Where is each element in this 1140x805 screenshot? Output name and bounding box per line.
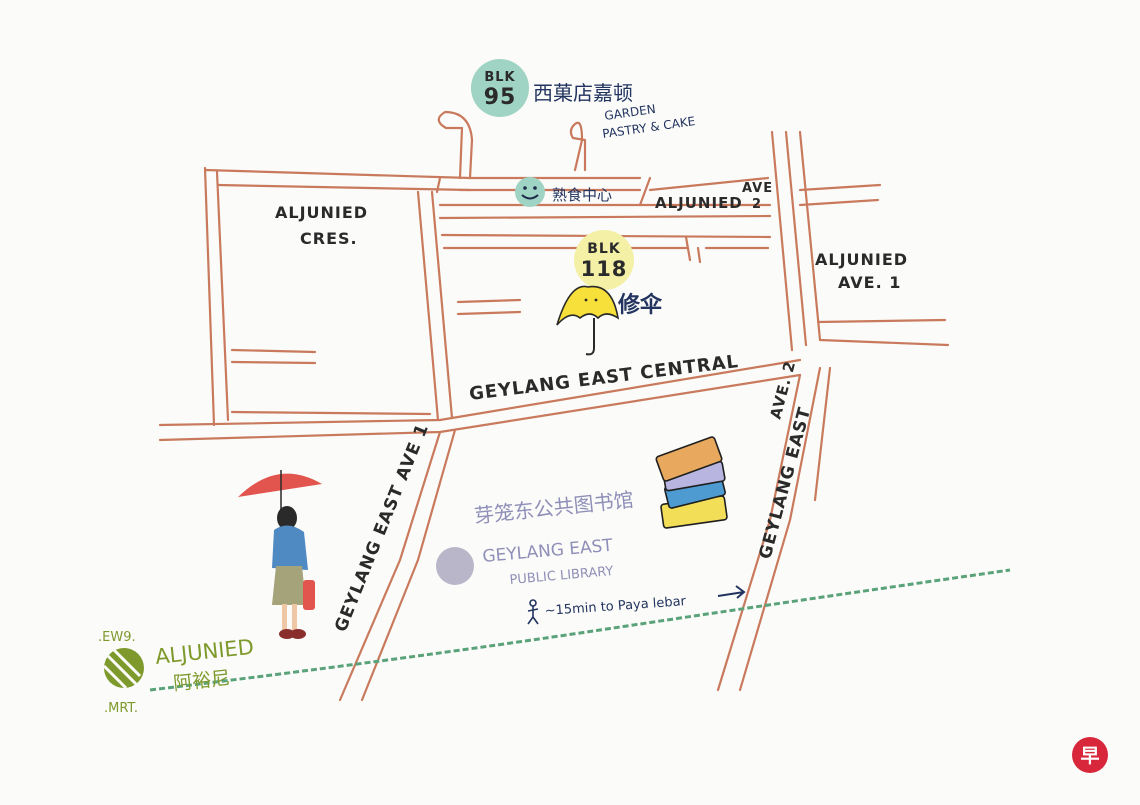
library-name-cn: 芽笼东公共图书馆 (473, 487, 635, 528)
newspaper-logo: 早 (1072, 737, 1108, 773)
mrt-name-cn: 阿裕尼 (172, 667, 231, 695)
arrow-right-icon (717, 585, 746, 599)
blk118-badge-number: 118 (581, 257, 628, 281)
mrt-suffix: .MRT. (104, 701, 138, 716)
books-icon (655, 436, 728, 529)
hawker-marker: 熟食中心 (515, 177, 612, 207)
road-label-aljunied-ave2-3: 2 (752, 197, 762, 212)
library-name-en-1: GEYLANG EAST (482, 536, 614, 567)
mrt-rail-line (149, 568, 1011, 692)
walk-note-text: ~15min to Paya lebar (544, 594, 687, 619)
road-label-aljunied-cres-2: CRES. (300, 229, 358, 248)
blk95-badge (471, 59, 529, 117)
blk118-marker: BLK 118 修伞 (556, 230, 663, 356)
road-network (158, 110, 950, 702)
girl-with-umbrella-illustration (238, 470, 322, 639)
blk95-marker: BLK 95 西菓店嘉顿 GARDEN PASTRY & CAKE (471, 59, 696, 141)
mrt-marker: .EW9. ALJUNIED 阿裕尼 .MRT. (98, 630, 255, 716)
logo-char: 早 (1080, 745, 1099, 767)
blk95-badge-label: BLK (484, 70, 515, 85)
mrt-icon (102, 648, 144, 690)
blk95-name-cn: 西菓店嘉顿 (533, 81, 633, 105)
library-name-en-2: PUBLIC LIBRARY (509, 564, 614, 588)
walk-note: ~15min to Paya lebar (527, 585, 746, 625)
road-label-aljunied-ave2-1: ALJUNIED (655, 194, 743, 212)
road-label-geylang-east-central: GEYLANG EAST CENTRAL (468, 351, 740, 405)
library-marker: 芽笼东公共图书馆 GEYLANG EAST PUBLIC LIBRARY (436, 436, 728, 588)
road-label-aljunied-ave2-2: AVE (742, 181, 773, 196)
umbrella-icon (556, 285, 620, 356)
walking-person-icon (527, 599, 539, 625)
road-label-aljunied-ave1-1: ALJUNIED (815, 250, 908, 269)
road-label-aljunied-cres-1: ALJUNIED (275, 203, 368, 222)
hawker-name-cn: 熟食中心 (552, 186, 612, 204)
road-label-aljunied-ave1-2: AVE. 1 (838, 273, 901, 292)
blk95-badge-number: 95 (484, 85, 517, 110)
mrt-code: .EW9. (98, 630, 136, 645)
blk118-badge (574, 230, 634, 290)
library-dot (436, 547, 474, 585)
smiley-icon (515, 177, 545, 207)
mrt-name-en: ALJUNIED (154, 635, 255, 669)
blk118-name-cn: 修伞 (617, 292, 663, 318)
blk118-badge-label: BLK (587, 241, 621, 257)
